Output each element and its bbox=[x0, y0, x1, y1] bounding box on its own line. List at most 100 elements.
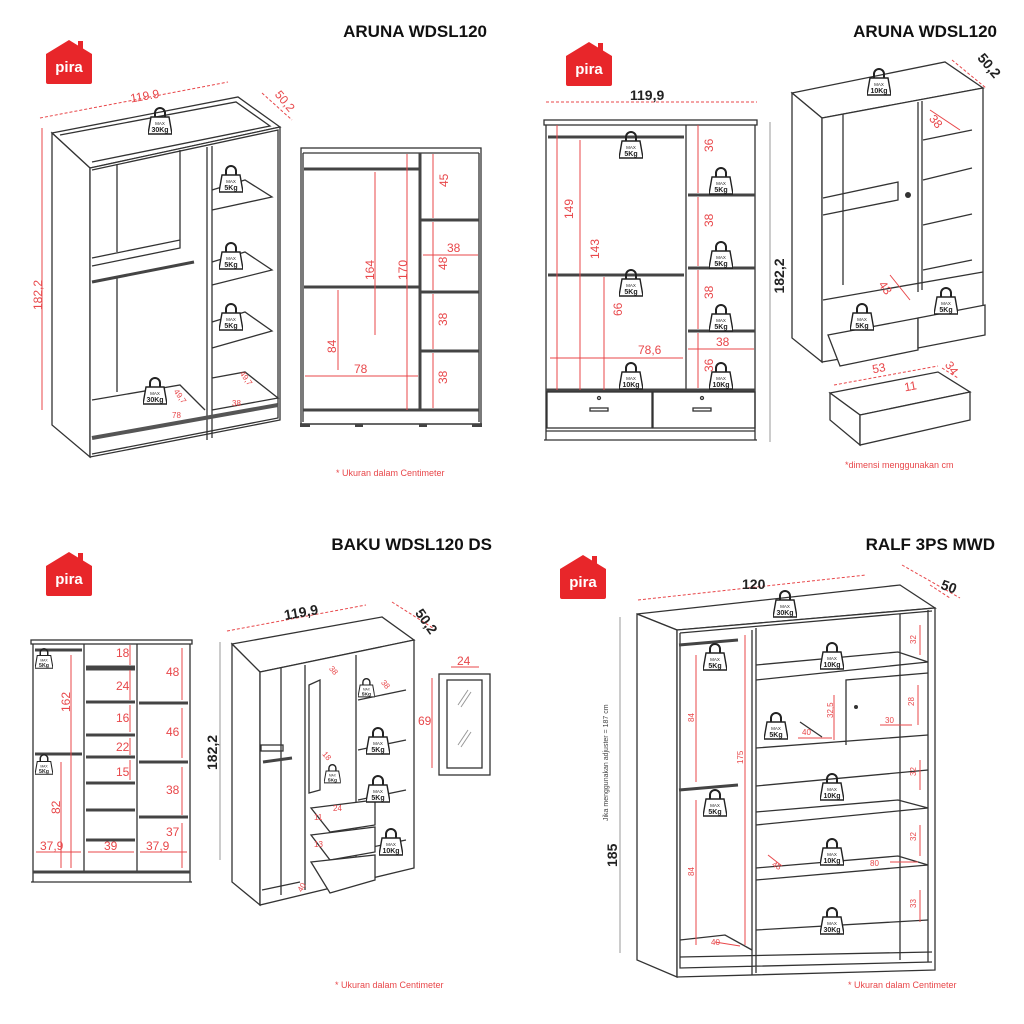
dim-mirror-height: 69 bbox=[418, 714, 432, 728]
dim-shelf: 33 bbox=[909, 899, 918, 908]
label-text: MAX bbox=[716, 181, 726, 186]
label-text: MAX bbox=[827, 921, 837, 926]
label-text: MAX bbox=[626, 283, 636, 288]
dim-shelf: 32 bbox=[909, 767, 918, 776]
dim-width: 119,9 bbox=[283, 601, 320, 623]
dim-door-height: 28 bbox=[907, 697, 916, 706]
label-text: 10Kg bbox=[622, 382, 639, 389]
dim-front-left-width: 78 bbox=[354, 362, 368, 376]
dim-front-shelf: 38 bbox=[436, 370, 450, 384]
dim-right-shelf: 36 bbox=[702, 358, 716, 372]
dim-height: 185 bbox=[604, 843, 620, 867]
front-view-drawing bbox=[543, 101, 771, 442]
dim-149: 149 bbox=[562, 199, 576, 219]
dim-mirror-width: 24 bbox=[457, 654, 471, 668]
dim-front-rail: 164 bbox=[363, 260, 377, 280]
dim-right-shelf: 38 bbox=[702, 285, 716, 299]
label-text: 5Kg bbox=[328, 778, 337, 784]
dim-drawer-height: 11 bbox=[314, 813, 323, 822]
label-text: MAX bbox=[716, 376, 726, 381]
label-text: 10Kg bbox=[382, 848, 399, 855]
label-text: MAX bbox=[40, 765, 48, 769]
label-text: 5Kg bbox=[39, 663, 49, 669]
dim-middle: 15 bbox=[116, 765, 130, 779]
pira-logo: pira bbox=[566, 42, 612, 86]
logo-text: pira bbox=[55, 59, 83, 76]
product-title: RALF 3PS MWD bbox=[866, 535, 995, 554]
label-text: MAX bbox=[329, 774, 337, 778]
label-text: 5Kg bbox=[714, 261, 727, 268]
dim-iso-depth: 50,2 bbox=[974, 50, 1004, 81]
label-text: MAX bbox=[827, 852, 837, 857]
label-text: 5Kg bbox=[224, 323, 237, 330]
front-view-drawing bbox=[30, 639, 193, 883]
label-text: MAX bbox=[716, 318, 726, 323]
label-text: 5Kg bbox=[371, 795, 384, 802]
label-text: 5Kg bbox=[855, 323, 868, 330]
label-text: 5Kg bbox=[362, 692, 371, 698]
label-text: MAX bbox=[363, 688, 371, 692]
label-text: 30Kg bbox=[146, 397, 163, 404]
dim-front-shelf-width: 38 bbox=[447, 241, 461, 255]
label-text: MAX bbox=[857, 317, 867, 322]
label-text: MAX bbox=[771, 726, 781, 731]
dim-middle: 18 bbox=[116, 646, 130, 660]
dim-rail-lower: 84 bbox=[687, 867, 696, 876]
label-text: MAX bbox=[626, 376, 636, 381]
front-view-drawing bbox=[300, 147, 482, 427]
dim-drawer-depth: 34 bbox=[942, 359, 961, 378]
label-text: MAX bbox=[226, 317, 236, 322]
label-text: MAX bbox=[373, 741, 383, 746]
label-text: 10Kg bbox=[870, 88, 887, 95]
pira-logo: pira bbox=[46, 40, 92, 84]
label-text: MAX bbox=[373, 789, 383, 794]
dim-depth: 50,2 bbox=[412, 605, 441, 637]
dim-shelf-width: 80 bbox=[870, 859, 879, 868]
unit-note: * Ukuran dalam Centimeter bbox=[848, 980, 957, 990]
dim-drawer-height: 13 bbox=[314, 840, 323, 849]
mirror-door-drawing bbox=[431, 666, 491, 776]
dim-height: 182,2 bbox=[204, 735, 220, 770]
label-text: 5Kg bbox=[714, 187, 727, 194]
adjuster-note: Jika menggunakan adjuster = 187 cm bbox=[603, 704, 610, 821]
iso-cabinet-drawing bbox=[50, 96, 282, 459]
label-text: 5Kg bbox=[714, 324, 727, 331]
dim-bottom-left-width: 78 bbox=[172, 411, 181, 420]
panel-aruna-iso: pira ARUNA WDSL120 119.9 50,2 182,2 49,7… bbox=[31, 22, 487, 478]
dim-width-right: 37,9 bbox=[146, 839, 170, 853]
label-text: MAX bbox=[626, 145, 636, 150]
dim-shelf: 32 bbox=[909, 635, 918, 644]
label-text: MAX bbox=[827, 656, 837, 661]
label-text: 5Kg bbox=[708, 663, 721, 670]
dim-height: 182,2 bbox=[31, 280, 45, 310]
dim-front-inner: 170 bbox=[396, 260, 410, 280]
dim-right-shelf: 36 bbox=[702, 138, 716, 152]
unit-note: * Ukuran dalam Centimeter bbox=[335, 980, 444, 990]
dim-door-width: 30 bbox=[885, 716, 894, 725]
label-text: 30Kg bbox=[823, 927, 840, 934]
product-title: ARUNA WDSL120 bbox=[343, 22, 487, 41]
dim-right: 38 bbox=[166, 783, 180, 797]
label-text: MAX bbox=[40, 659, 48, 663]
dim-left-low: 82 bbox=[49, 800, 63, 814]
dim-right-shelf: 38 bbox=[702, 213, 716, 227]
unit-note: * Ukuran dalam Centimeter bbox=[336, 468, 445, 478]
dim-cubby-width: 40 bbox=[802, 728, 811, 737]
dim-middle: 22 bbox=[116, 740, 130, 754]
